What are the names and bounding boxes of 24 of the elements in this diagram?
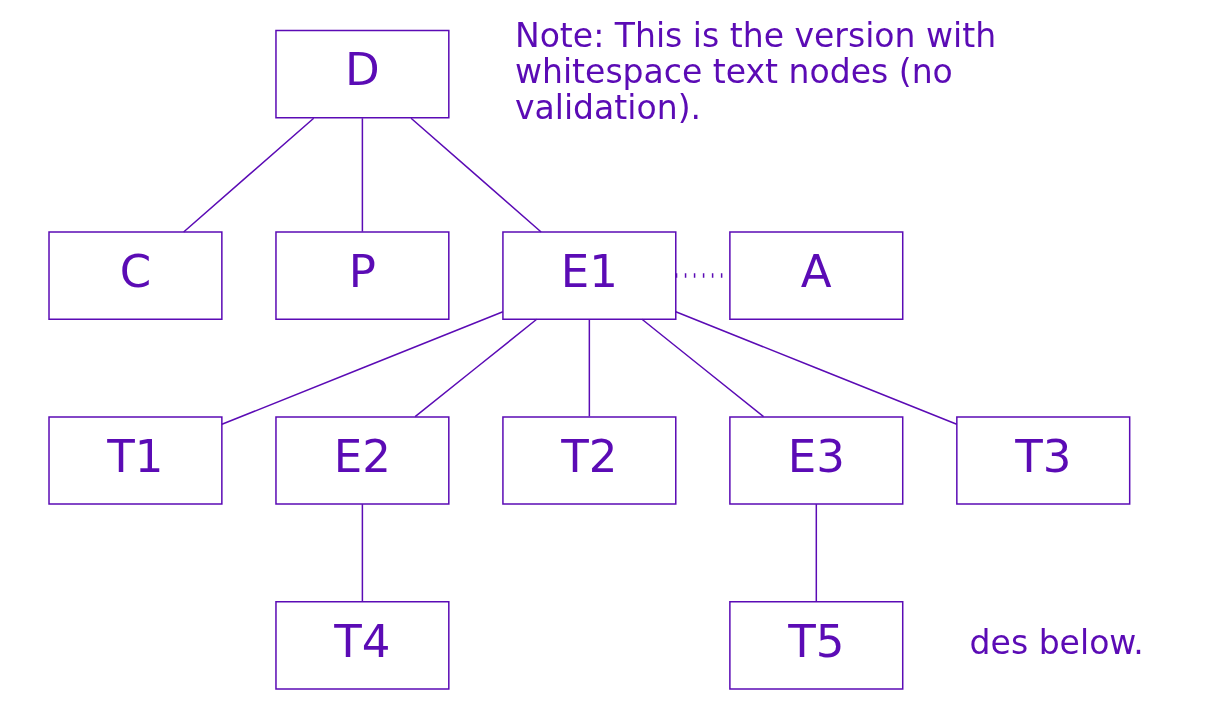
node-box: E3 <box>729 416 904 505</box>
node-box: E2 <box>275 416 450 505</box>
connector <box>361 503 364 602</box>
label: Note: This is the version with whitespace text nodes (no validation). <box>514 15 997 127</box>
node-box: A <box>729 231 904 320</box>
node-box: E1 <box>502 231 677 320</box>
node-box: T3 <box>956 416 1131 505</box>
node-box: T4 <box>275 601 450 690</box>
connector <box>221 311 504 426</box>
connector <box>182 117 315 233</box>
node-box: D <box>275 29 450 119</box>
connector <box>361 117 364 233</box>
node-box: T2 <box>502 416 677 505</box>
connector <box>675 311 958 426</box>
node-box: T5 <box>729 601 904 690</box>
node-box: P <box>275 231 450 320</box>
label: des below. <box>969 622 1144 662</box>
node-box: T1 <box>48 416 223 505</box>
connector <box>641 318 765 418</box>
connector <box>410 117 542 233</box>
node-box: C <box>48 231 223 320</box>
connector <box>815 503 818 602</box>
connector <box>414 318 538 418</box>
connector <box>588 318 591 418</box>
